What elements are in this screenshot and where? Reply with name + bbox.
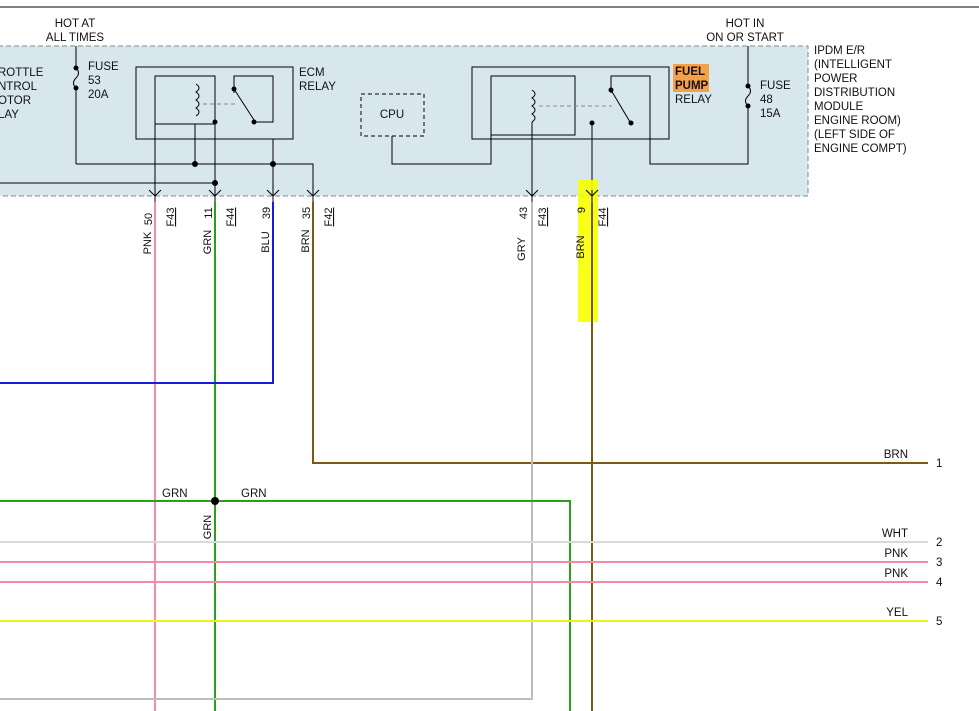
ipdm-description: IPDM E/R (INTELLIGENT POWER DISTRIBUTION… <box>814 45 907 155</box>
pin-11: 11 <box>203 207 215 218</box>
hot-in-label-1: HOT IN <box>726 18 765 30</box>
fuel-pump-label-1: FUEL <box>675 66 705 78</box>
fuel-pump-label-2: PUMP <box>675 80 709 92</box>
color-gry-43: GRY <box>516 237 528 261</box>
cpu-label: CPU <box>380 109 404 121</box>
fuse-53 <box>73 46 79 164</box>
color-blu-39: BLU <box>260 231 272 252</box>
svg-text:ENGINE ROOM): ENGINE ROOM) <box>814 115 901 127</box>
svg-text:(LEFT SIDE OF: (LEFT SIDE OF <box>814 129 895 141</box>
left-relay-label-4: LAY <box>0 109 19 121</box>
wire-brn-35 <box>312 202 928 464</box>
connector-symbols <box>148 189 599 202</box>
ecm-relay-label-1: ECM <box>299 67 325 79</box>
out-label-brn: BRN <box>884 449 908 461</box>
ecm-internal-wiring <box>0 122 314 192</box>
pin-39: 39 <box>261 207 273 219</box>
hot-in-label-2: ON OR START <box>706 32 784 44</box>
svg-text:ENGINE COMPT): ENGINE COMPT) <box>814 143 907 155</box>
svg-text:MODULE: MODULE <box>814 101 864 113</box>
hot-at-label-1: HOT AT <box>55 18 95 30</box>
out-num-2: 2 <box>936 537 942 549</box>
out-label-pnk-3: PNK <box>884 548 908 560</box>
fuse53-label-3: 20A <box>88 89 109 101</box>
terminal-labels: 50 F43 PNK 11 F44 GRN 39 BLU 35 F42 BRN … <box>142 207 609 261</box>
out-num-5: 5 <box>936 616 942 628</box>
out-num-3: 3 <box>936 557 942 569</box>
out-num-4: 4 <box>936 577 943 589</box>
fuel-pump-label-3: RELAY <box>675 94 712 106</box>
left-relay-label-2: NTROL <box>0 81 38 93</box>
grn-splice <box>211 497 219 505</box>
left-relay-label-1: ROTTLE <box>0 67 44 79</box>
svg-text:IPDM E/R: IPDM E/R <box>814 45 865 57</box>
fuse53-label-1: FUSE <box>88 61 119 73</box>
pin-35: 35 <box>301 207 313 219</box>
out-label-wht: WHT <box>882 528 908 540</box>
conn-f43-b: F43 <box>537 208 549 227</box>
color-brn-9: BRN <box>575 235 587 258</box>
grn-down-label: GRN <box>202 515 214 540</box>
pin-9: 9 <box>576 207 588 213</box>
out-label-pnk-4: PNK <box>884 568 908 580</box>
pin-43: 43 <box>518 207 530 219</box>
wire-blu-39 <box>0 202 274 384</box>
fuse-48 <box>745 46 751 116</box>
fuse48-label-1: FUSE <box>760 80 791 92</box>
out-num-1: 1 <box>936 458 942 470</box>
pin-50: 50 <box>143 213 155 225</box>
grn-left-label: GRN <box>162 488 188 500</box>
color-brn-35: BRN <box>300 229 312 252</box>
svg-text:(INTELLIGENT: (INTELLIGENT <box>814 59 892 71</box>
fuel-pump-highlight <box>673 64 709 92</box>
fuse48-label-2: 48 <box>760 94 773 106</box>
grn-right-label: GRN <box>241 488 267 500</box>
conn-f42: F42 <box>323 208 335 227</box>
wire-gry-43 <box>0 202 533 700</box>
color-grn-11: GRN <box>202 230 214 255</box>
left-relay-label-3: OTOR <box>0 95 31 107</box>
fuse53-label-2: 53 <box>88 75 101 87</box>
ecm-relay-label-2: RELAY <box>299 81 336 93</box>
fuse48-label-3: 15A <box>760 108 781 120</box>
svg-text:POWER: POWER <box>814 73 857 85</box>
fuel-pump-relay <box>471 66 749 190</box>
conn-f44-a: F44 <box>225 208 237 227</box>
hot-at-label-2: ALL TIMES <box>46 32 104 44</box>
cpu-wire <box>391 135 492 165</box>
wire-grn-branch <box>0 500 571 711</box>
color-pnk-50: PNK <box>142 231 154 254</box>
conn-f43-a: F43 <box>165 208 177 227</box>
svg-text:DISTRIBUTION: DISTRIBUTION <box>814 87 895 99</box>
out-label-yel: YEL <box>886 607 908 619</box>
conn-f44-b: F44 <box>597 208 609 227</box>
